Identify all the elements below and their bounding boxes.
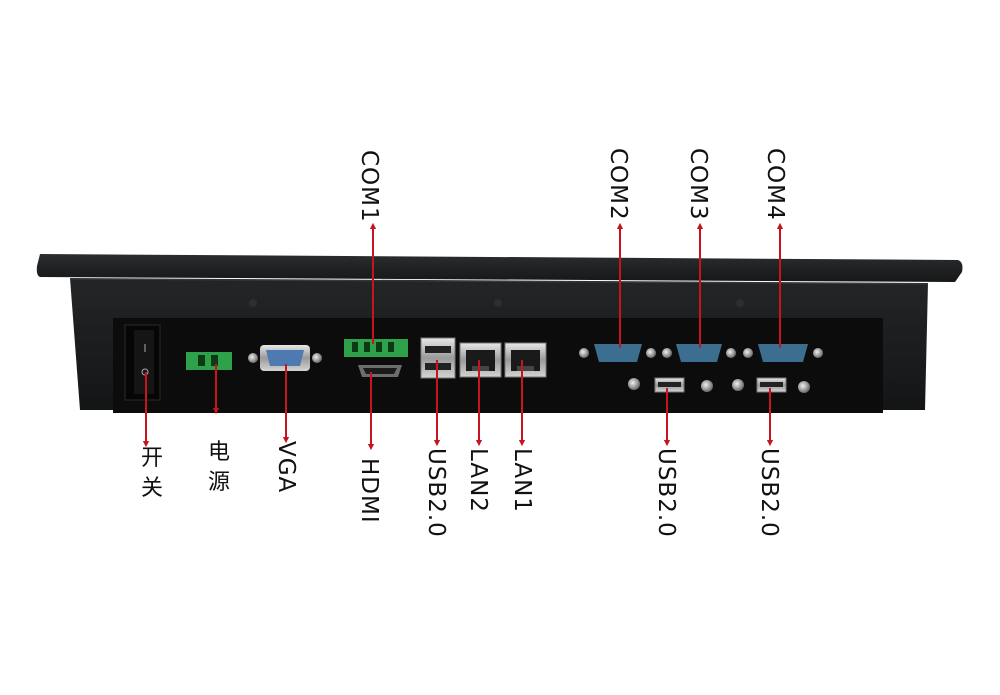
label-vga: VGA: [273, 441, 299, 494]
com4-port: [743, 344, 823, 362]
label-usb-right: USB2.0: [756, 448, 782, 538]
label-power-char2: 源: [207, 470, 230, 495]
label-power-char1: 电: [207, 440, 230, 465]
label-usb-left: USB2.0: [423, 448, 449, 538]
label-power: 电 源: [206, 438, 232, 498]
label-lan1: LAN1: [509, 448, 535, 513]
label-com4: COM4: [762, 148, 788, 221]
arrows-top: [369, 222, 784, 348]
lan1-port: [504, 342, 547, 378]
power-terminal: [186, 352, 232, 370]
com2-port: [579, 344, 656, 362]
arrows-bottom: [142, 360, 774, 451]
usb-port-mid: [628, 377, 744, 393]
label-lan2: LAN2: [465, 448, 491, 513]
chassis: [36, 254, 963, 413]
label-com1: COM1: [356, 150, 382, 223]
label-com2: COM2: [605, 148, 631, 221]
com3-port: [662, 344, 736, 362]
usb-port-right: [756, 377, 810, 393]
power-switch: [124, 324, 161, 401]
vga-port: [248, 345, 322, 371]
com1-terminal: [344, 339, 408, 357]
label-hdmi: HDMI: [356, 458, 382, 524]
label-usb-mid: USB2.0: [653, 448, 679, 538]
label-switch: 开 关: [139, 444, 165, 504]
label-switch-char1: 开: [140, 446, 163, 471]
lan2-port: [459, 342, 502, 378]
label-com3: COM3: [685, 148, 711, 221]
label-switch-char2: 关: [140, 476, 163, 501]
hdmi-port: [358, 365, 402, 377]
